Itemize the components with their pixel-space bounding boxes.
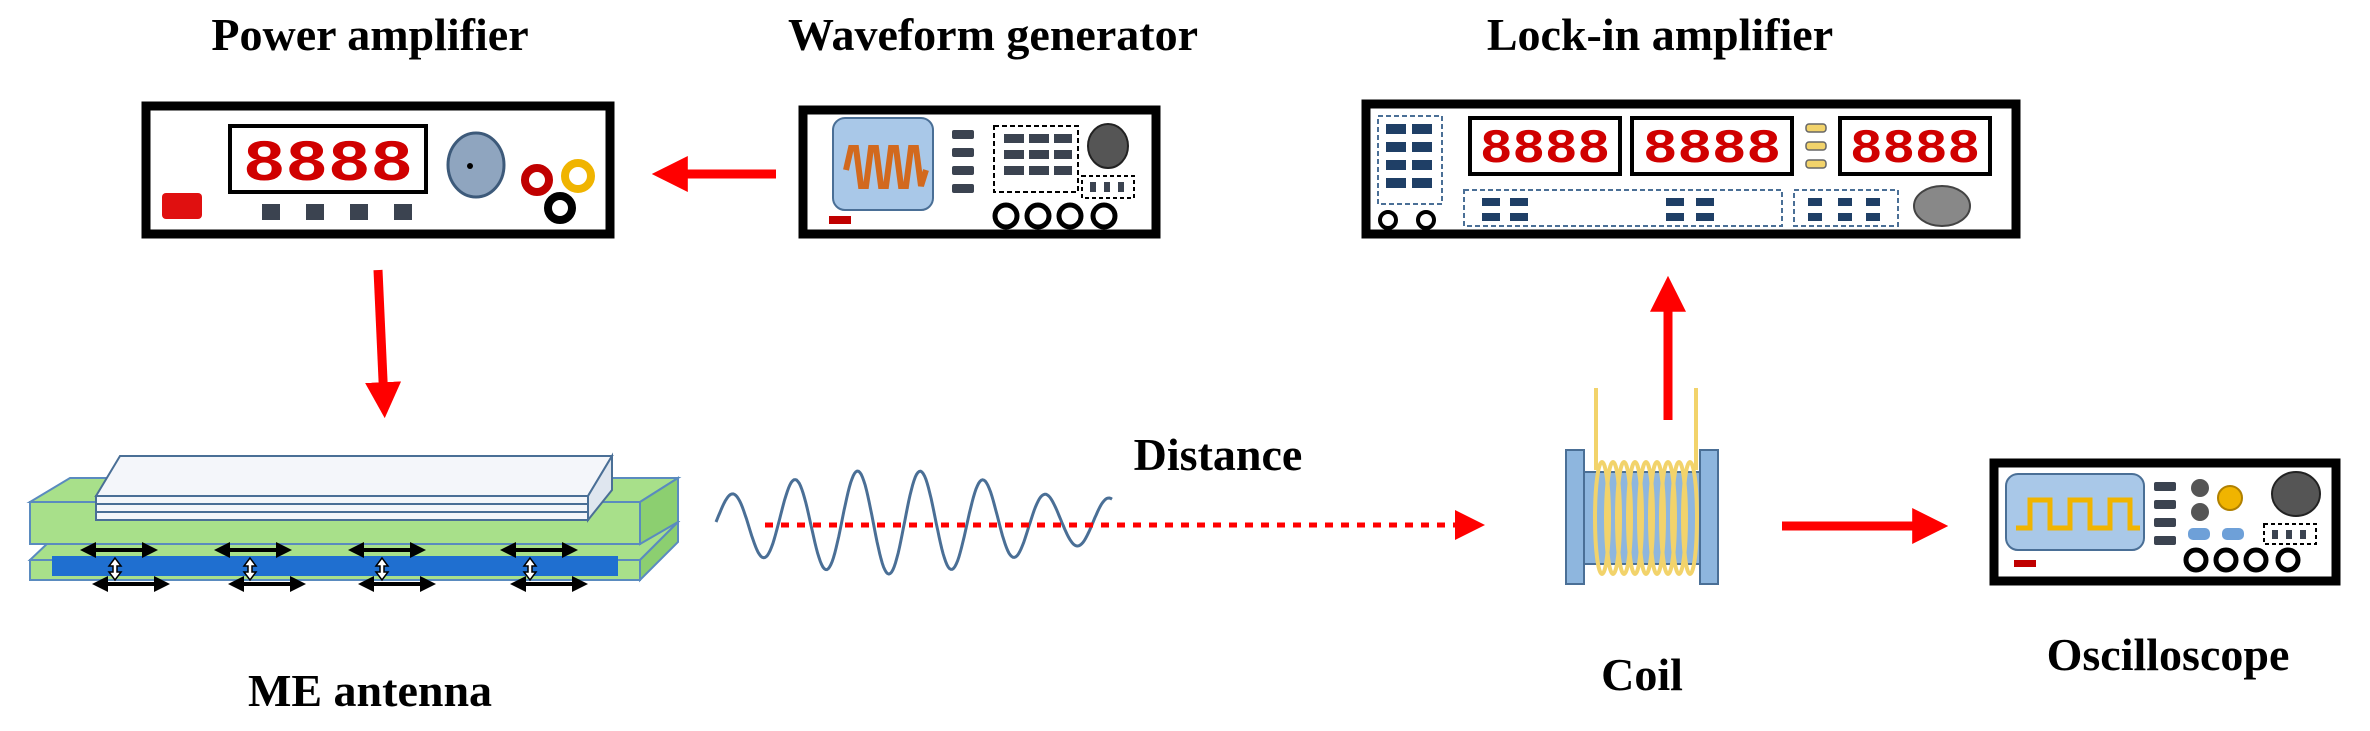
lockin-readout-1: 8888 <box>1480 123 1610 177</box>
generator-keypad <box>993 125 1079 193</box>
power-amplifier-label: Power amplifier <box>211 9 528 60</box>
lockin-display-1 <box>1468 116 1622 176</box>
lockin-amplifier-label: Lock-in amplifier <box>1487 9 1833 60</box>
coil-turn <box>1681 460 1699 576</box>
lockin-readout-3: 8888 <box>1850 123 1980 177</box>
generator-connectors <box>992 202 1118 230</box>
coil-turn <box>1604 460 1622 576</box>
coil-turn <box>1670 460 1688 576</box>
oscilloscope-signal <box>2016 497 2140 531</box>
square-wave-screen <box>2005 473 2145 551</box>
me-antenna-label: ME antenna <box>248 665 492 716</box>
coil-turn <box>1615 460 1633 576</box>
power-button <box>162 193 202 219</box>
strain-arrows <box>80 542 588 592</box>
lockin-readout-2: 8888 <box>1643 123 1781 177</box>
generator-signal <box>843 145 929 189</box>
coil-wire <box>1593 460 1699 576</box>
lockin-indicator-leds <box>1805 123 1827 169</box>
lockin-display-3 <box>1838 116 1992 176</box>
arrow-amplifier-to-antenna <box>365 269 402 419</box>
power-amplifier-device: 8888 <box>141 101 615 239</box>
lockin-display-2 <box>1630 116 1794 176</box>
knob-icon <box>2271 471 2321 517</box>
power-amp-buttons <box>262 204 412 220</box>
me-antenna-icon <box>26 452 682 592</box>
lockin-amplifier-device: 8888 8888 8888 <box>1361 99 2021 239</box>
power-amp-readout: 8888 <box>243 133 413 198</box>
polarization-arrows <box>107 556 538 582</box>
distance-label: Distance <box>1134 429 1303 480</box>
coil-icon <box>1565 388 1719 585</box>
knob-icon <box>1913 185 1971 227</box>
coil-turn <box>1626 460 1644 576</box>
waveform-generator-device <box>798 105 1161 239</box>
coil-turn <box>1593 460 1611 576</box>
waveform-generator-label: Waveform generator <box>788 9 1198 60</box>
generator-side-buttons <box>952 130 974 193</box>
oscilloscope-label: Oscilloscope <box>2047 629 2290 680</box>
em-wave <box>714 469 1113 576</box>
coil-turn <box>1648 460 1666 576</box>
knob-icon <box>446 131 506 199</box>
oscilloscope-device <box>1989 458 2341 586</box>
coil-label: Coil <box>1601 649 1683 700</box>
terminal-jacks <box>521 159 595 224</box>
knob-icon <box>1087 123 1129 169</box>
power-amp-display <box>228 124 428 194</box>
coil-turn <box>1637 460 1655 576</box>
coil-turn <box>1659 460 1677 576</box>
